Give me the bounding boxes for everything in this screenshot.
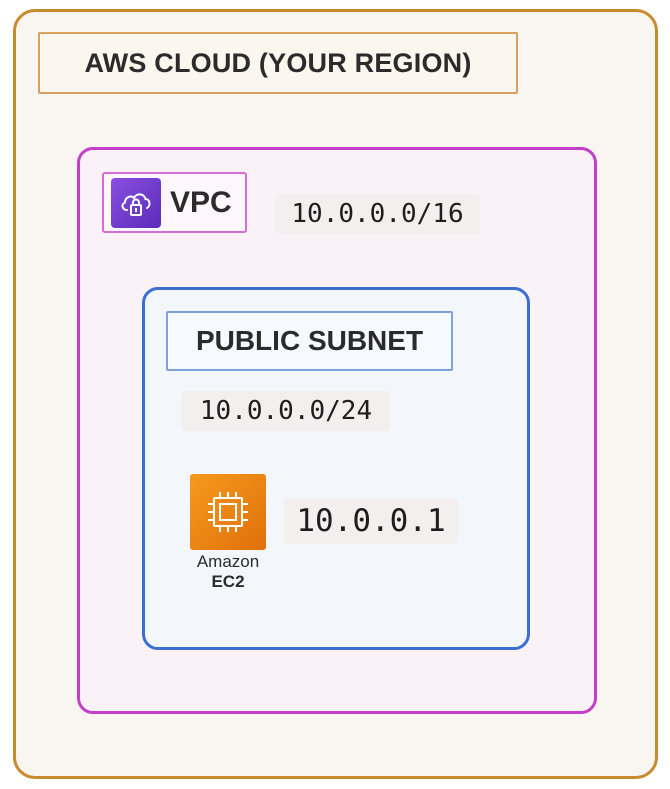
region-label: AWS CLOUD (YOUR REGION)	[38, 32, 518, 94]
vpc-label-box: VPC	[102, 172, 247, 233]
vpc-cloud-lock-icon	[111, 177, 161, 228]
ec2-private-ip: 10.0.0.1	[284, 498, 458, 544]
vpc-cidr: 10.0.0.0/16	[275, 194, 480, 234]
subnet-cidr: 10.0.0.0/24	[182, 391, 390, 431]
ec2-chip-icon	[190, 474, 266, 550]
ec2-caption-line1: Amazon	[196, 552, 260, 571]
ec2-caption-line2: EC2	[211, 572, 245, 591]
subnet-label: PUBLIC SUBNET	[166, 311, 453, 371]
vpc-label: VPC	[170, 185, 232, 219]
ec2-caption: Amazon EC2	[174, 552, 282, 592]
